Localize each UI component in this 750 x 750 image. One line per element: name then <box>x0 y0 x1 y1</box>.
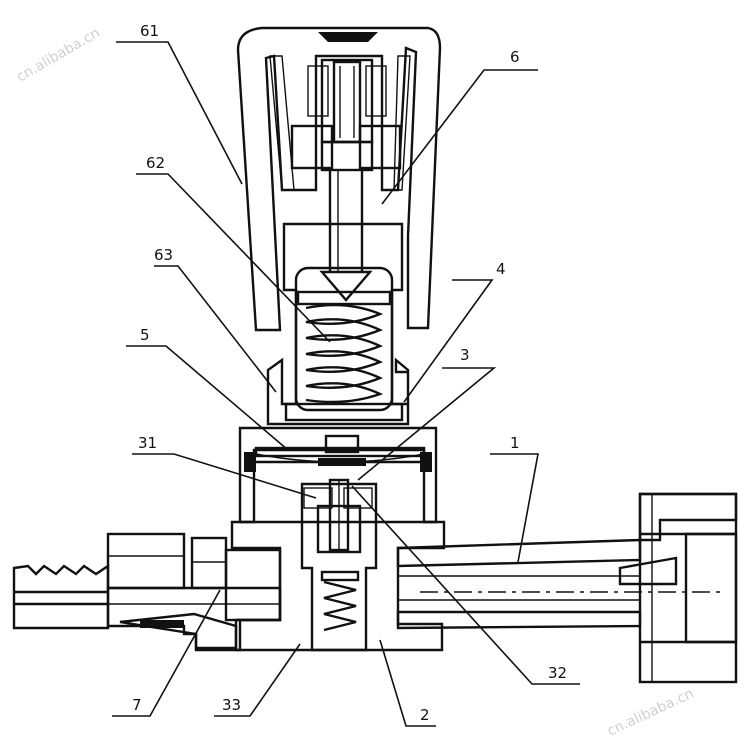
label-33: 33 <box>222 696 241 714</box>
label-2: 2 <box>420 706 430 724</box>
label-7: 7 <box>132 696 142 714</box>
hose-barb-outlet <box>12 532 282 652</box>
diaphragm-housing <box>238 426 438 524</box>
spring-63 <box>305 303 384 404</box>
knob-cap <box>236 26 442 332</box>
label-61: 61 <box>140 22 159 40</box>
leader-lines <box>112 41 580 727</box>
spring-33 <box>323 580 357 632</box>
label-62: 62 <box>146 154 165 172</box>
label-4: 4 <box>496 260 506 278</box>
label-1: 1 <box>510 434 520 452</box>
label-5: 5 <box>140 326 150 344</box>
inlet-pipe <box>396 492 738 684</box>
bonnet <box>266 222 410 426</box>
valve-body <box>230 478 446 652</box>
label-63: 63 <box>154 246 173 264</box>
label-32: 32 <box>548 664 567 682</box>
valve-stem <box>319 170 373 302</box>
label-6: 6 <box>510 48 520 66</box>
label-3: 3 <box>460 346 470 364</box>
watermark-bottom: cn.alibaba.cn <box>605 686 696 740</box>
label-31: 31 <box>138 434 157 452</box>
watermark-top: cn.alibaba.cn <box>14 25 103 86</box>
